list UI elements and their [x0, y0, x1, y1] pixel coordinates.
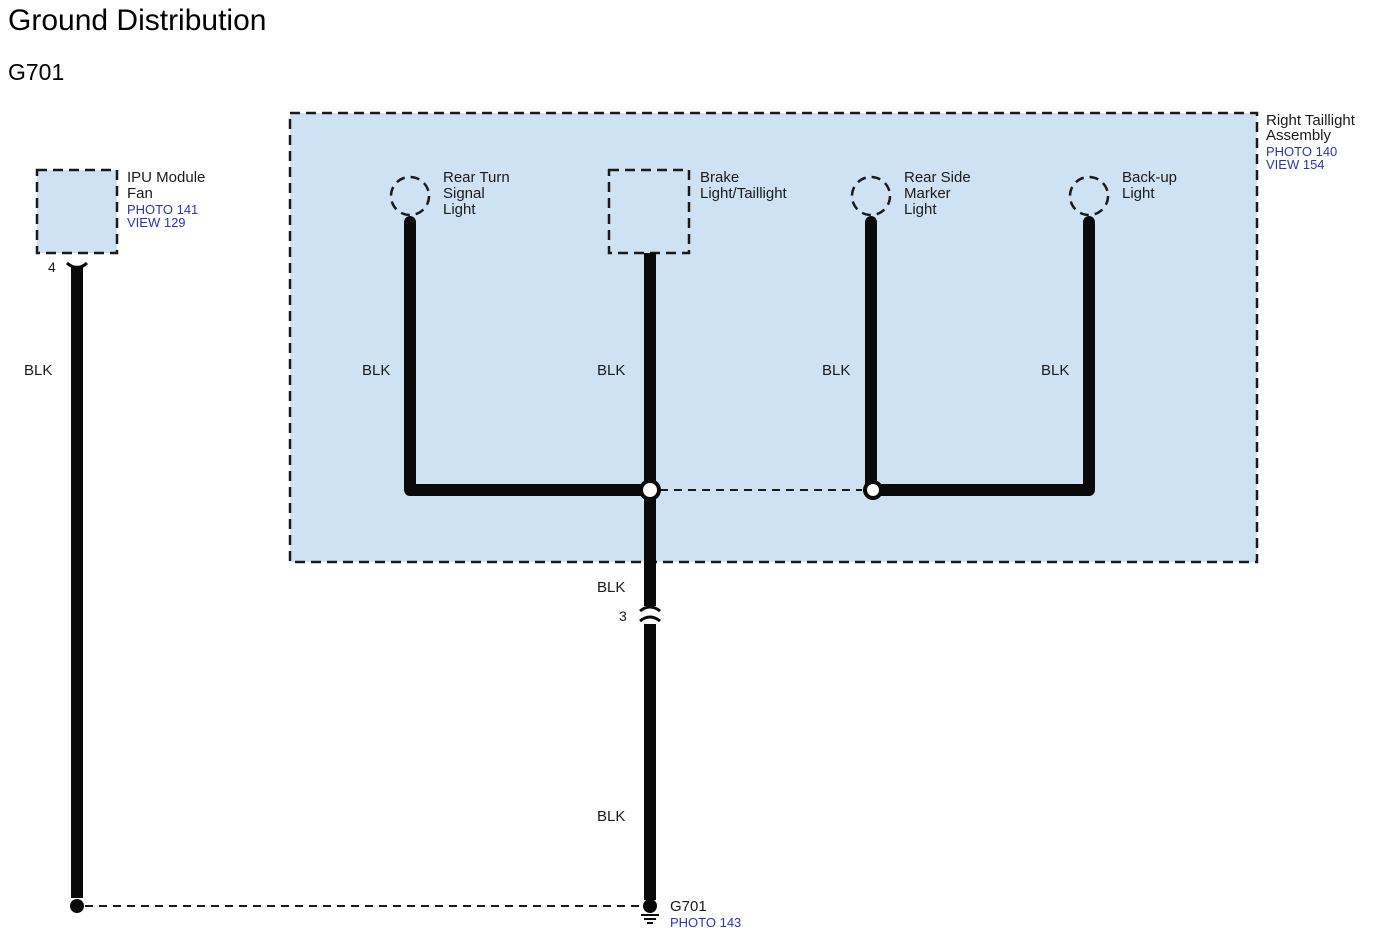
- rear-turn-name-line-2: Signal: [443, 185, 485, 202]
- side-marker-name-line-2: Marker: [904, 185, 951, 202]
- side-marker-name-line-1: Rear Side: [904, 169, 971, 186]
- marker-backup-ground-wire: [865, 216, 1095, 496]
- splice-point-secondary: [863, 480, 883, 500]
- ipu-view-ref[interactable]: VIEW 129: [127, 215, 186, 230]
- rear-turn-ground-wire: [404, 216, 656, 496]
- side-marker-wire-color: BLK: [822, 362, 850, 379]
- rear-turn-wire-color: BLK: [362, 362, 390, 379]
- ipu-module-fan-box: [35, 168, 119, 255]
- ipu-name-line-1: IPU Module: [127, 169, 205, 186]
- splice-point-main: [639, 479, 661, 501]
- ipu-splice-point: [70, 899, 84, 913]
- backup-wire-color: BLK: [1041, 362, 1069, 379]
- trunk-lower-wire-color: BLK: [597, 808, 625, 825]
- connector-terminal-bottom: [639, 615, 661, 623]
- brake-name-line-1: Brake: [700, 169, 739, 186]
- ipu-wire-color-label: BLK: [24, 362, 52, 379]
- ipu-name-line-2: Fan: [127, 185, 153, 202]
- ground-photo-ref[interactable]: PHOTO 143: [670, 915, 741, 930]
- ground-name: G701: [670, 898, 707, 915]
- assembly-name-line-1: Right Taillight: [1266, 112, 1356, 129]
- bulb-icon: [1068, 175, 1110, 217]
- bulb-icon: [850, 175, 892, 217]
- rear-turn-name-line-3: Light: [443, 201, 476, 218]
- brake-wire-color: BLK: [597, 362, 625, 379]
- bulb-icon: [389, 175, 431, 217]
- assembly-label: Right Taillight Assembly PHOTO 140 VIEW …: [1266, 112, 1356, 172]
- ipu-pin-number: 4: [48, 259, 56, 275]
- backup-name-line-2: Light: [1122, 185, 1155, 202]
- backup-name-line-1: Back-up: [1122, 169, 1177, 186]
- back-up-light: Back-up Light BLK: [1041, 169, 1177, 379]
- ground-terminal-dot: [643, 899, 657, 913]
- brake-name-line-2: Light/Taillight: [700, 185, 788, 202]
- ipu-module-label: IPU Module Fan PHOTO 141 VIEW 129: [127, 169, 205, 230]
- page-title: Ground Distribution: [8, 4, 266, 37]
- trunk-upper-wire-color: BLK: [597, 579, 625, 596]
- rear-side-marker-light: Rear Side Marker Light BLK: [822, 169, 971, 379]
- side-marker-name-line-3: Light: [904, 201, 937, 218]
- rear-turn-name-line-1: Rear Turn: [443, 169, 510, 186]
- trunk-connector-pin: 3: [619, 608, 627, 624]
- ground-g701: G701 PHOTO 143: [641, 898, 741, 930]
- page-subtitle: G701: [8, 59, 64, 85]
- assembly-photo-ref[interactable]: PHOTO 140: [1266, 144, 1337, 159]
- brake-light-taillight: Brake Light/Taillight BLK: [597, 168, 788, 379]
- assembly-name-line-2: Assembly: [1266, 127, 1332, 144]
- rear-turn-signal-light: Rear Turn Signal Light BLK: [362, 169, 510, 379]
- connector-terminal-top: [639, 605, 661, 613]
- ground-icon: [641, 914, 659, 924]
- ipu-photo-ref[interactable]: PHOTO 141: [127, 202, 198, 217]
- assembly-view-ref[interactable]: VIEW 154: [1266, 157, 1325, 172]
- brake-light-box: [607, 168, 691, 255]
